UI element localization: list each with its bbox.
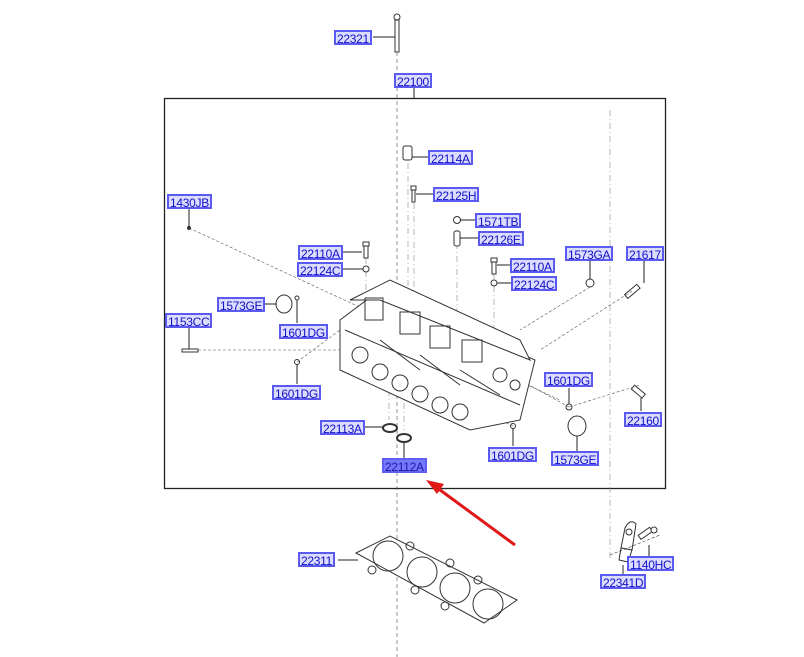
part-label-1601DG-3[interactable]: 1601DG xyxy=(544,372,593,388)
part-label-1573GE-2[interactable]: 1573GE xyxy=(551,451,600,467)
part-label-22125H[interactable]: 22125H xyxy=(433,187,480,203)
part-label-22160[interactable]: 22160 xyxy=(624,412,662,428)
assembly-frame xyxy=(163,97,667,490)
pointer-arrow-icon xyxy=(426,480,516,547)
hardware-icons xyxy=(181,145,646,443)
part-label-1601DG-4[interactable]: 1601DG xyxy=(488,447,537,463)
plug-1573GE-2-icon xyxy=(567,415,587,437)
part-label-21617[interactable]: 21617 xyxy=(626,246,664,262)
part-label-22124C[interactable]: 22124C xyxy=(297,262,344,278)
part-label-22126E[interactable]: 22126E xyxy=(478,231,524,247)
part-label-22113A[interactable]: 22113A xyxy=(320,420,365,436)
part-label-22124C-2[interactable]: 22124C xyxy=(511,276,558,292)
part-label-1430JB[interactable]: 1430JB xyxy=(167,194,212,210)
part-label-22321[interactable]: 22321 xyxy=(334,30,372,46)
head-gasket-icon xyxy=(354,535,518,624)
cylinder-head-icon xyxy=(339,279,536,431)
plug-1573GE-icon xyxy=(275,294,293,314)
part-label-1601DG[interactable]: 1601DG xyxy=(279,324,328,340)
part-label-1571TB[interactable]: 1571TB xyxy=(475,213,522,229)
bolt-1140HC-icon xyxy=(637,526,658,541)
part-label-1573GE[interactable]: 1573GE xyxy=(217,297,266,313)
part-label-22114A[interactable]: 22114A xyxy=(428,150,473,166)
part-label-1573GA[interactable]: 1573GA xyxy=(565,246,614,262)
part-label-22311[interactable]: 22311 xyxy=(298,552,335,568)
part-label-22110A[interactable]: 22110A xyxy=(298,245,343,261)
part-label-22110A-2[interactable]: 22110A xyxy=(510,258,555,274)
guide-22114A-icon xyxy=(402,145,413,161)
part-label-22100[interactable]: 22100 xyxy=(394,73,432,89)
part-label-1601DG-2[interactable]: 1601DG xyxy=(272,385,321,401)
part-label-1153CC[interactable]: 1153CC xyxy=(165,313,213,329)
part-label-22112A-selected[interactable]: 22112A xyxy=(382,458,427,474)
part-label-1140HC[interactable]: 1140HC xyxy=(627,556,675,572)
part-label-22341D[interactable]: 22341D xyxy=(600,574,647,590)
